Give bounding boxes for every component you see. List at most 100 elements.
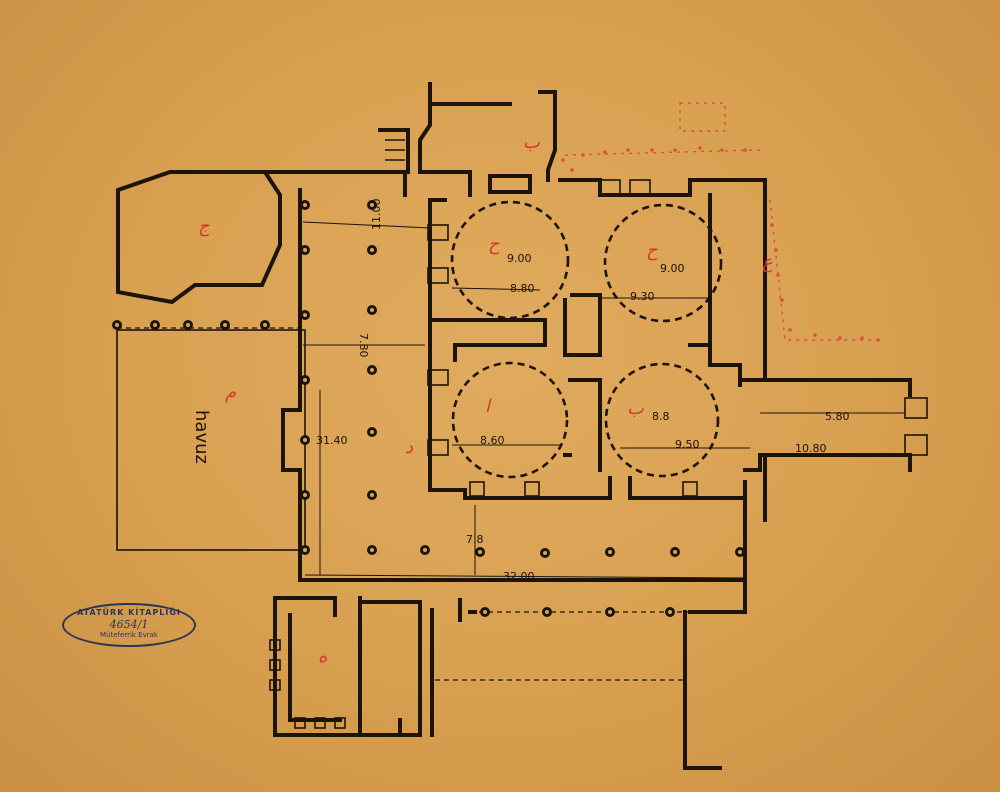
red-annex-north xyxy=(564,149,761,156)
column-marker xyxy=(540,548,550,558)
dome-southeast xyxy=(604,362,720,478)
portico-niche xyxy=(281,408,302,472)
red-dot xyxy=(774,248,778,252)
column-marker xyxy=(367,490,377,500)
south-central-pier xyxy=(563,378,602,472)
column-marker xyxy=(300,310,310,320)
red-dot xyxy=(813,333,817,337)
column-marker xyxy=(605,547,615,557)
main-block-outer-wall xyxy=(428,178,767,522)
dim-label: 7.8 xyxy=(466,533,484,546)
dim-label: 32.00 xyxy=(503,570,535,583)
dome-southwest xyxy=(451,361,569,479)
stamp-line-1: ATATÜRK KİTAPLIĞI xyxy=(77,608,181,617)
red-dot xyxy=(770,223,774,227)
red-mark: ب xyxy=(627,398,644,419)
north-entrance xyxy=(418,82,557,182)
column-marker xyxy=(475,547,485,557)
stamp-line-2: 4654/1 xyxy=(109,618,149,631)
red-dot xyxy=(860,336,864,340)
window-sw-4 xyxy=(294,717,306,729)
southwest-room xyxy=(273,596,434,737)
column-marker xyxy=(220,320,230,330)
dim-label: 5.80 xyxy=(825,410,850,423)
column-marker xyxy=(605,607,615,617)
red-dot xyxy=(720,148,724,152)
column-marker xyxy=(183,320,193,330)
red-mark: ج xyxy=(198,216,210,237)
dim-label: 10.80 xyxy=(795,442,827,455)
columns-group xyxy=(112,200,745,617)
octagonal-annex xyxy=(116,170,282,305)
dim-label: 9.00 xyxy=(660,262,685,275)
column-marker xyxy=(480,607,490,617)
dim-label: 8.80 xyxy=(510,282,535,295)
north-stair xyxy=(378,128,410,174)
pool-label: havuz xyxy=(191,410,212,464)
red-mark: د xyxy=(405,437,414,458)
red-dot xyxy=(626,148,630,152)
red-dot xyxy=(876,338,880,342)
main-block-south-wall xyxy=(463,476,747,500)
red-dot xyxy=(788,328,792,332)
dim-label: 7.80 xyxy=(357,333,370,358)
column-marker xyxy=(367,245,377,255)
red-mark: ا xyxy=(485,396,492,417)
red-annex-east xyxy=(769,199,880,341)
east-wing-south xyxy=(743,453,912,472)
column-marker xyxy=(665,607,675,617)
portico-west-wall xyxy=(263,170,407,582)
red-dot xyxy=(581,153,585,157)
dim-label: 8.60 xyxy=(480,434,505,447)
column-marker xyxy=(300,245,310,255)
library-stamp: ATATÜRK KİTAPLIĞI 4654/1 Müteferrik Evra… xyxy=(62,603,196,647)
red-dot xyxy=(650,148,654,152)
red-dot xyxy=(570,168,574,172)
red-dot xyxy=(776,273,780,277)
column-marker xyxy=(420,545,430,555)
red-dot xyxy=(698,146,702,150)
red-dot xyxy=(838,336,842,340)
window-sw-3 xyxy=(269,679,281,691)
dome-northeast xyxy=(603,203,723,323)
east-wing-north xyxy=(738,378,912,397)
east-window-2 xyxy=(904,434,928,456)
column-marker xyxy=(300,200,310,210)
red-mark: ح xyxy=(488,234,500,255)
column-marker xyxy=(367,365,377,375)
column-marker xyxy=(367,305,377,315)
column-marker xyxy=(300,545,310,555)
column-marker xyxy=(300,435,310,445)
column-marker xyxy=(367,545,377,555)
red-annex-box xyxy=(679,102,726,132)
column-marker xyxy=(112,320,122,330)
dome-northwest xyxy=(450,200,570,320)
column-marker xyxy=(300,375,310,385)
red-mark: ح xyxy=(646,240,658,261)
red-mark: ب xyxy=(523,132,540,153)
east-pier xyxy=(688,193,742,387)
column-marker xyxy=(735,547,745,557)
red-dot xyxy=(603,150,607,154)
central-piers xyxy=(428,293,602,362)
window-sw-1 xyxy=(269,639,281,651)
window-sw-5 xyxy=(314,717,326,729)
south-portico-wall xyxy=(298,488,747,622)
window-sw-6 xyxy=(334,717,346,729)
column-marker xyxy=(300,490,310,500)
dim-label: 9.30 xyxy=(630,290,655,303)
dim-label: 8.8 xyxy=(652,410,670,423)
red-mark: ه xyxy=(318,646,328,667)
red-dot xyxy=(780,298,784,302)
red-dot xyxy=(561,158,565,162)
column-marker xyxy=(367,427,377,437)
dim-label: 9.00 xyxy=(507,252,532,265)
column-marker xyxy=(542,607,552,617)
column-marker xyxy=(367,200,377,210)
dim-label: 9.50 xyxy=(675,438,700,451)
red-mark: م xyxy=(225,382,236,403)
column-marker xyxy=(260,320,270,330)
south-extension-wall xyxy=(683,610,722,770)
